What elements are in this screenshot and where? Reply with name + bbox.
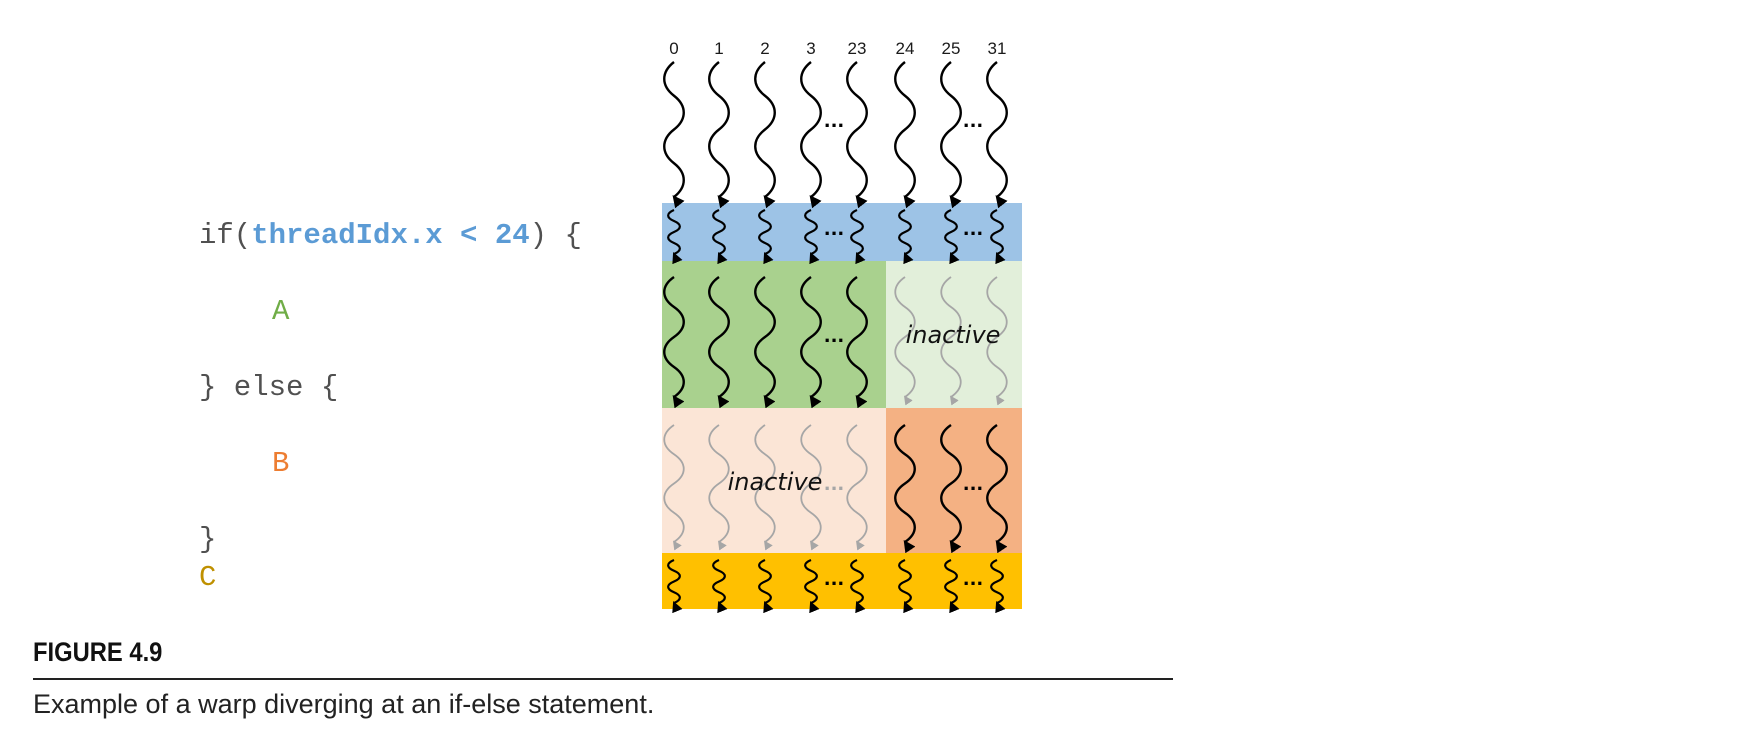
code-block-c: C: [199, 561, 217, 594]
diagram-background: [662, 203, 1022, 609]
code-block-b: B: [272, 447, 290, 480]
thread-arrow-in: [940, 61, 962, 209]
thread-arrow-b-inactive: [846, 424, 868, 551]
thread-id-label: 24: [896, 39, 915, 58]
thread-arrow-b-inactive: [754, 424, 776, 551]
code-block-a: A: [272, 295, 290, 328]
thread-id-label: 0: [669, 39, 678, 58]
thread-arrow-b-inactive: [708, 424, 730, 551]
thread-arrow-in: [663, 61, 685, 209]
thread-arrow-a-inactive: [894, 276, 916, 406]
thread-arrow-c: [898, 558, 914, 614]
figure-label: FIGURE 4.9: [33, 637, 163, 667]
ellipsis-marker: ...: [963, 219, 984, 240]
thread-arrow-c: [850, 558, 866, 614]
thread-arrow-b-inactive: [663, 424, 685, 551]
inactive-label-a: inactive: [906, 321, 1001, 349]
code-close-brace: }: [199, 523, 217, 556]
thread-arrow-a-inactive: [940, 276, 962, 406]
code-if-close: ) {: [529, 219, 582, 252]
thread-id-label: 25: [942, 39, 961, 58]
thread-arrow-a-active: [663, 276, 685, 409]
thread-arrow-in: [800, 61, 822, 209]
code-if-keyword: if(: [199, 219, 252, 252]
thread-arrow-if: [850, 208, 866, 265]
thread-arrow-c: [667, 558, 683, 614]
thread-arrow-in: [708, 61, 730, 209]
ellipsis-markers: ...........................: [824, 111, 984, 590]
thread-arrow-c: [990, 558, 1006, 614]
code-if-line: if(threadIdx.x < 24) {: [199, 221, 582, 250]
ellipsis-marker: ...: [963, 111, 984, 132]
ellipsis-marker: ...: [824, 326, 845, 347]
thread-arrow-a-active: [754, 276, 776, 409]
thread-arrow-b-active: [986, 424, 1008, 554]
thread-arrow-b-inactive: [800, 424, 822, 551]
thread-arrow-if: [990, 208, 1006, 265]
thread-arrow-a-inactive: [986, 276, 1008, 406]
thread-arrows: [663, 61, 1008, 614]
thread-arrow-c: [944, 558, 960, 614]
ellipsis-marker: ...: [824, 219, 845, 240]
thread-id-label: 2: [760, 39, 769, 58]
thread-arrow-in: [894, 61, 916, 209]
thread-arrow-a-active: [800, 276, 822, 409]
thread-arrow-if: [712, 208, 728, 265]
thread-arrow-in: [846, 61, 868, 209]
thread-id-label: 23: [848, 39, 867, 58]
thread-arrow-in: [986, 61, 1008, 209]
ellipsis-marker: ...: [963, 569, 984, 590]
inactive-label-b: inactive: [728, 468, 823, 496]
thread-arrow-a-active: [846, 276, 868, 409]
thread-arrow-a-active: [708, 276, 730, 409]
thread-arrow-b-active: [894, 424, 916, 554]
thread-arrow-if: [944, 208, 960, 265]
thread-arrow-if: [667, 208, 683, 265]
ellipsis-marker: ...: [963, 474, 984, 495]
thread-arrow-if: [758, 208, 774, 265]
thread-arrow-if: [898, 208, 914, 265]
thread-arrow-b-active: [940, 424, 962, 554]
thread-arrow-c: [712, 558, 728, 614]
thread-id-label: 1: [714, 39, 723, 58]
thread-arrow-in: [754, 61, 776, 209]
code-else-line: } else {: [199, 371, 339, 404]
figure-caption: Example of a warp diverging at an if-els…: [33, 689, 655, 719]
thread-id-label: 31: [988, 39, 1007, 58]
code-condition: threadIdx.x < 24: [251, 219, 530, 252]
thread-arrow-if: [804, 208, 820, 265]
ellipsis-marker: ...: [824, 111, 845, 132]
ellipsis-marker: ...: [824, 474, 845, 495]
thread-id-label: 3: [806, 39, 815, 58]
thread-arrow-c: [758, 558, 774, 614]
ellipsis-marker: ...: [824, 569, 845, 590]
caption-divider: [33, 678, 1173, 680]
thread-arrow-c: [804, 558, 820, 614]
